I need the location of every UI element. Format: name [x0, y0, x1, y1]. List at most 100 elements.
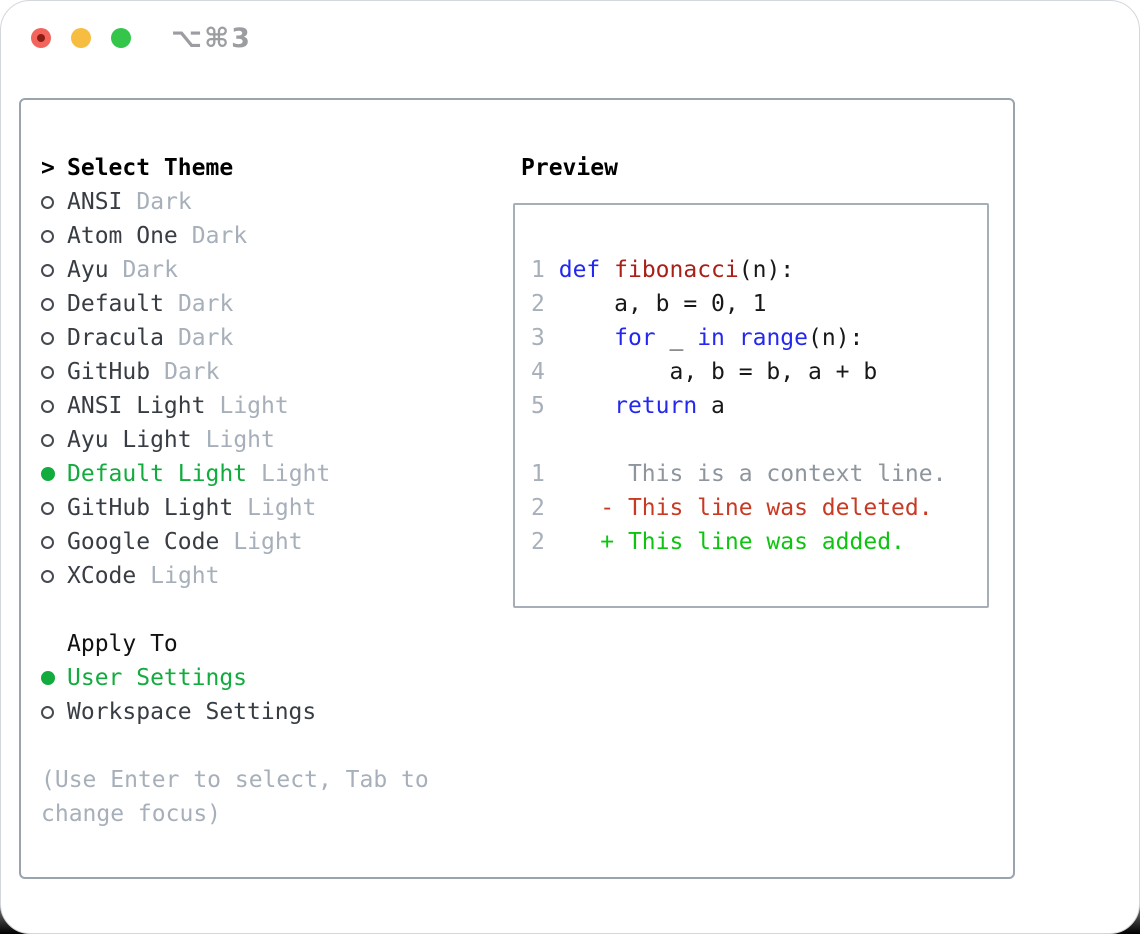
minimize-button[interactable]: [71, 28, 91, 48]
apply-option-user-settings[interactable]: User Settings: [41, 661, 491, 695]
spacer: [41, 729, 491, 763]
theme-variant-tag: Light: [219, 393, 289, 419]
theme-name: Ayu: [67, 257, 109, 283]
code-line: 1 This is a context line.: [531, 457, 987, 491]
theme-option-dracula[interactable]: Dracula Dark: [41, 321, 491, 355]
hollow-circle-icon: [41, 195, 54, 209]
spacer: [41, 593, 491, 627]
code-token-pl: (n):: [808, 325, 864, 351]
line-number: 2: [531, 291, 545, 317]
code-token-pl: (n):: [738, 257, 795, 283]
apply-to-title: Apply To: [67, 631, 178, 657]
theme-variant-tag: Light: [233, 529, 303, 555]
titlebar: ⌥⌘3: [1, 1, 1139, 77]
radio-unselected-icon: [41, 229, 67, 243]
blank-line: [531, 423, 987, 457]
code-token-kw: return: [614, 393, 698, 419]
theme-variant-tag: Dark: [164, 359, 220, 385]
theme-name: Dracula: [67, 325, 164, 351]
keyboard-hint: (Use Enter to select, Tab to change focu…: [41, 767, 429, 827]
zoom-button[interactable]: [111, 28, 131, 48]
radio-unselected-icon: [41, 569, 67, 583]
theme-option-ayu-light[interactable]: Ayu Light Light: [41, 423, 491, 457]
theme-name: Default: [67, 291, 164, 317]
radio-unselected-icon: [41, 263, 67, 277]
line-number: 1: [531, 461, 545, 487]
line-number: 4: [531, 359, 545, 385]
radio-selected-icon: [41, 467, 67, 481]
code-line: 2 + This line was added.: [531, 525, 987, 559]
theme-option-ayu[interactable]: Ayu Dark: [41, 253, 491, 287]
theme-name: Default Light: [67, 461, 248, 487]
hollow-circle-icon: [41, 365, 54, 379]
theme-name: Ayu Light: [67, 427, 192, 453]
theme-option-google-code[interactable]: Google Code Light: [41, 525, 491, 559]
preview-title: Preview: [521, 155, 618, 181]
hollow-circle-icon: [41, 229, 54, 243]
theme-name: XCode: [67, 563, 137, 589]
code-token-add: + This line was added.: [544, 529, 905, 555]
theme-name: Google Code: [67, 529, 220, 555]
code-token-pl: a, b = 0, 1: [544, 291, 767, 317]
radio-unselected-icon: [41, 705, 67, 719]
line-number: 2: [531, 529, 545, 555]
radio-unselected-icon: [41, 535, 67, 549]
theme-variant-tag: Dark: [136, 189, 192, 215]
hollow-circle-icon: [41, 535, 54, 549]
code-token-pl: _: [655, 325, 698, 351]
theme-option-ansi-light[interactable]: ANSI Light Light: [41, 389, 491, 423]
apply-option-label: User Settings: [67, 665, 248, 691]
code-token-del: - This line was deleted.: [544, 495, 933, 521]
radio-unselected-icon: [41, 501, 67, 515]
code-line: 2 - This line was deleted.: [531, 491, 987, 525]
code-line: 1 def fibonacci(n):: [531, 253, 987, 287]
select-theme-header: > Select Theme: [41, 151, 491, 185]
code-token-pl: [600, 257, 614, 283]
hollow-circle-icon: [41, 569, 54, 583]
hollow-circle-icon: [41, 501, 54, 515]
code-token-pl: [545, 257, 559, 283]
radio-unselected-icon: [41, 195, 67, 209]
hollow-circle-icon: [41, 331, 54, 345]
apply-to-header: Apply To: [41, 627, 491, 661]
theme-variant-tag: Light: [205, 427, 275, 453]
radio-selected-icon: [41, 671, 67, 685]
code-token-pl: [545, 325, 614, 351]
line-number: 5: [531, 393, 545, 419]
theme-variant-tag: Dark: [122, 257, 178, 283]
theme-name: ANSI Light: [67, 393, 206, 419]
code-line: 2 a, b = 0, 1: [531, 287, 987, 321]
line-number: 2: [531, 495, 545, 521]
close-button[interactable]: [31, 28, 51, 48]
code-token-ctx: This is a context line.: [544, 461, 947, 487]
unsaved-indicator-dot: [37, 34, 45, 42]
hollow-circle-icon: [41, 399, 54, 413]
radio-unselected-icon: [41, 297, 67, 311]
line-number: 1: [531, 257, 545, 283]
theme-variant-tag: Dark: [177, 291, 234, 317]
code-token-pl: [545, 393, 614, 419]
preview-column: Preview 1 def fibonacci(n):2 a, b = 0, 1…: [503, 151, 989, 608]
hollow-circle-icon: [41, 433, 54, 447]
theme-name: Atom One: [67, 223, 178, 249]
theme-variant-tag: Dark: [177, 325, 234, 351]
hollow-circle-icon: [41, 263, 54, 277]
code-token-fn: fibonacci: [614, 257, 739, 283]
code-token-kw: for: [614, 325, 656, 351]
code-token-kw: range: [738, 325, 809, 351]
theme-variant-tag: Light: [247, 495, 317, 521]
radio-unselected-icon: [41, 331, 67, 345]
theme-option-default[interactable]: Default Dark: [41, 287, 491, 321]
apply-option-workspace-settings[interactable]: Workspace Settings: [41, 695, 491, 729]
